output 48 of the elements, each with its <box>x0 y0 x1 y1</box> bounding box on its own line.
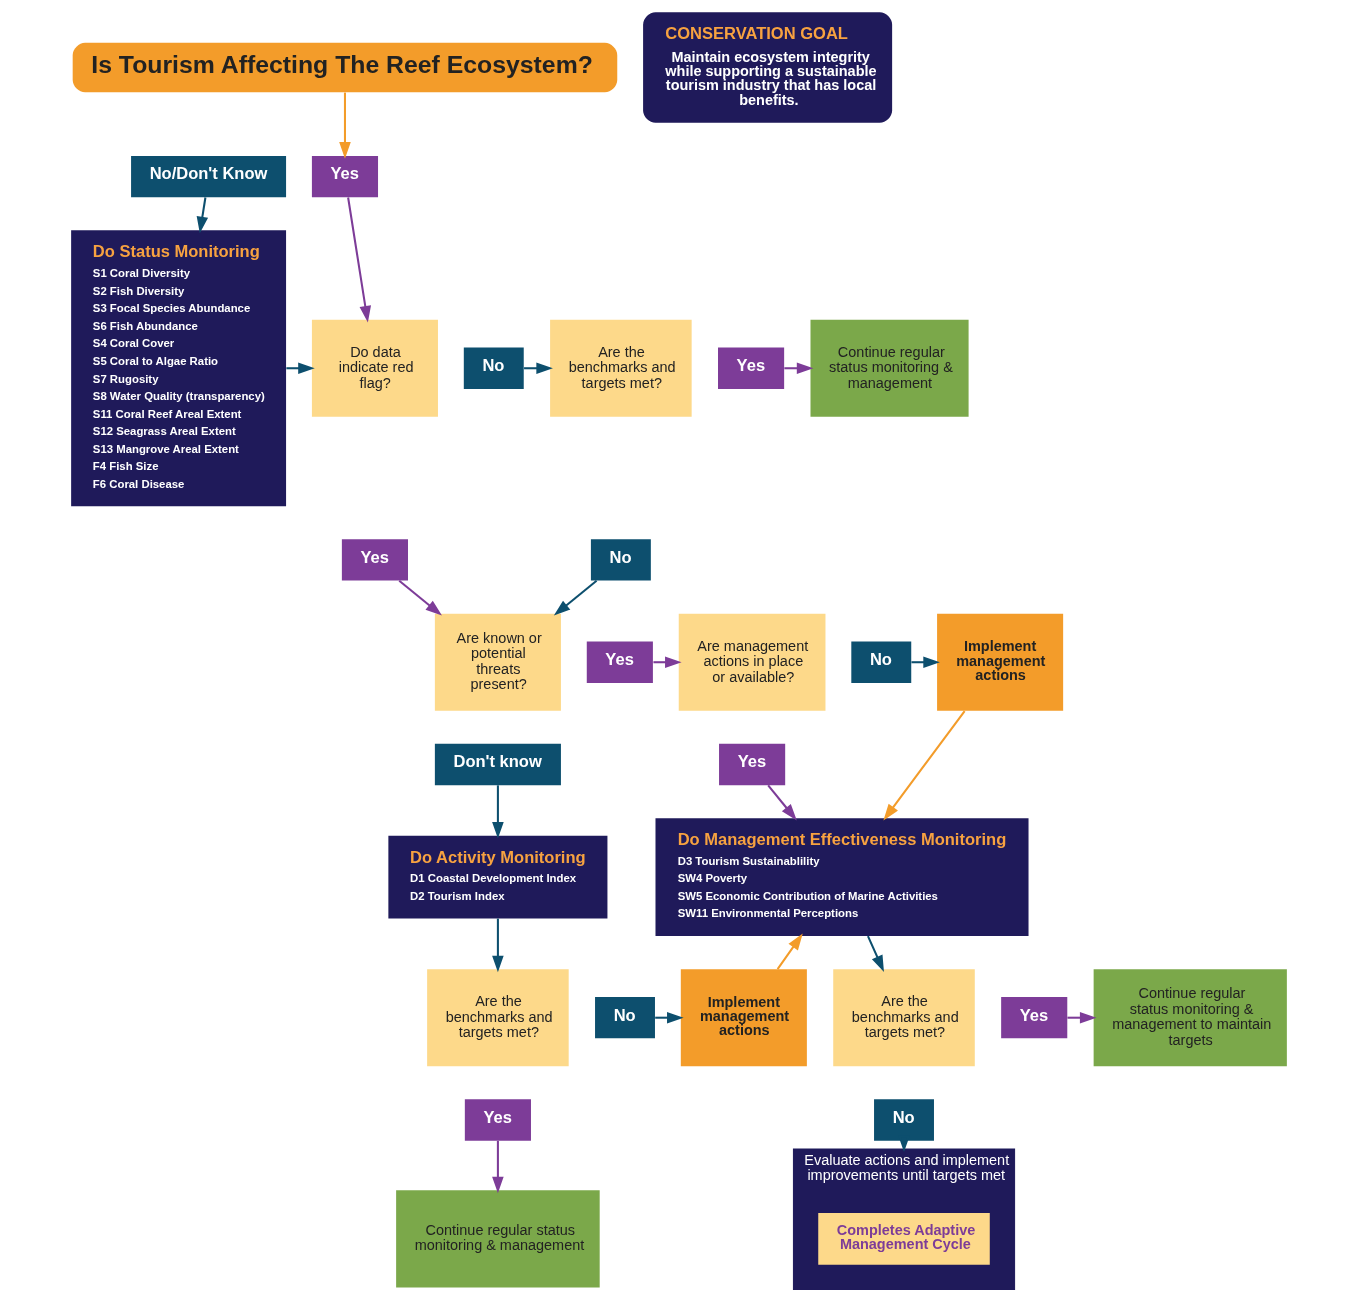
node-box: Completes Adaptive Management Cycle <box>817 1213 990 1265</box>
arrow <box>346 197 371 323</box>
node-box: Continue regular status monitoring & management to maintain targets <box>1093 969 1287 1067</box>
arrow <box>398 579 442 616</box>
node-box: Yes <box>586 641 653 683</box>
node-box: Yes <box>717 347 784 389</box>
node-box: Are the benchmarks and targets met? <box>426 969 569 1067</box>
arrow <box>652 656 682 669</box>
arrow <box>654 1011 684 1024</box>
node-box: Do Status Monitoring S1 Coral Diversity S2 Fish Diversity S3 Focal Species Abundance S6 Fish Abundance S4 Coral Cover S5 Coral to Algae Ratio S7 Rugosity S8 Water Quality (transparency) S11 Coral Reef Areal Extent S12 Seagrass Areal Extent S13 Mangrove Areal Extent F4 Fish Size F6 Coral Disease <box>70 230 286 507</box>
arrow <box>553 579 597 616</box>
node-box: Continue regular status monitoring & management <box>395 1190 600 1288</box>
arrow <box>882 710 965 821</box>
node-box: Do Management Effectiveness Monitoring D3 Tourism Sustainablility SW4 Poverty SW5 Economic Contribution of Marine Activities SW11 Environmental Perceptions <box>655 818 1029 937</box>
arrow <box>285 362 315 375</box>
node-box: Yes <box>718 743 785 786</box>
node-box: Don't know <box>434 743 561 786</box>
node-box: No <box>590 539 651 581</box>
node-box: Continue regular status monitoring & management <box>810 319 969 417</box>
arrow <box>766 784 797 821</box>
node-box: No <box>850 641 911 683</box>
node-box: Implement management actions <box>936 613 1063 711</box>
arrow <box>866 935 884 972</box>
node-box: Is Tourism Affecting The Reef Ecosystem? <box>72 42 617 93</box>
node-box: Are the benchmarks and targets met? <box>549 319 692 417</box>
node-box: Do Activity Monitoring D1 Coastal Development Index D2 Tourism Index <box>387 835 607 919</box>
arrow <box>196 197 208 234</box>
arrow <box>776 933 803 970</box>
arrow <box>491 918 504 973</box>
node-box: Yes <box>464 1099 531 1141</box>
node-box: No <box>463 347 524 389</box>
node-box: Are known or potential threats present? <box>434 613 561 711</box>
node-box: Yes <box>1000 997 1067 1039</box>
node-box: Yes <box>311 155 378 198</box>
node-box: Are management actions in place or available? <box>678 613 825 711</box>
arrow <box>910 656 940 669</box>
node-box: CONSERVATION GOAL Maintain ecosystem integrity while supporting a sustainable tourism industry that has local benefits. <box>642 12 892 123</box>
node-box: Yes <box>341 539 408 581</box>
node-box: No/Don't Know <box>130 155 286 198</box>
arrow <box>491 1140 504 1194</box>
node-box: Are the benchmarks and targets met? <box>832 969 975 1067</box>
arrow <box>1066 1011 1096 1024</box>
node-box: Do data indicate red flag? <box>311 319 438 417</box>
arrow <box>783 362 813 375</box>
node-box: Implement management actions <box>680 969 807 1067</box>
arrow <box>491 785 504 839</box>
node-box: No <box>594 997 655 1039</box>
arrow <box>338 92 351 159</box>
